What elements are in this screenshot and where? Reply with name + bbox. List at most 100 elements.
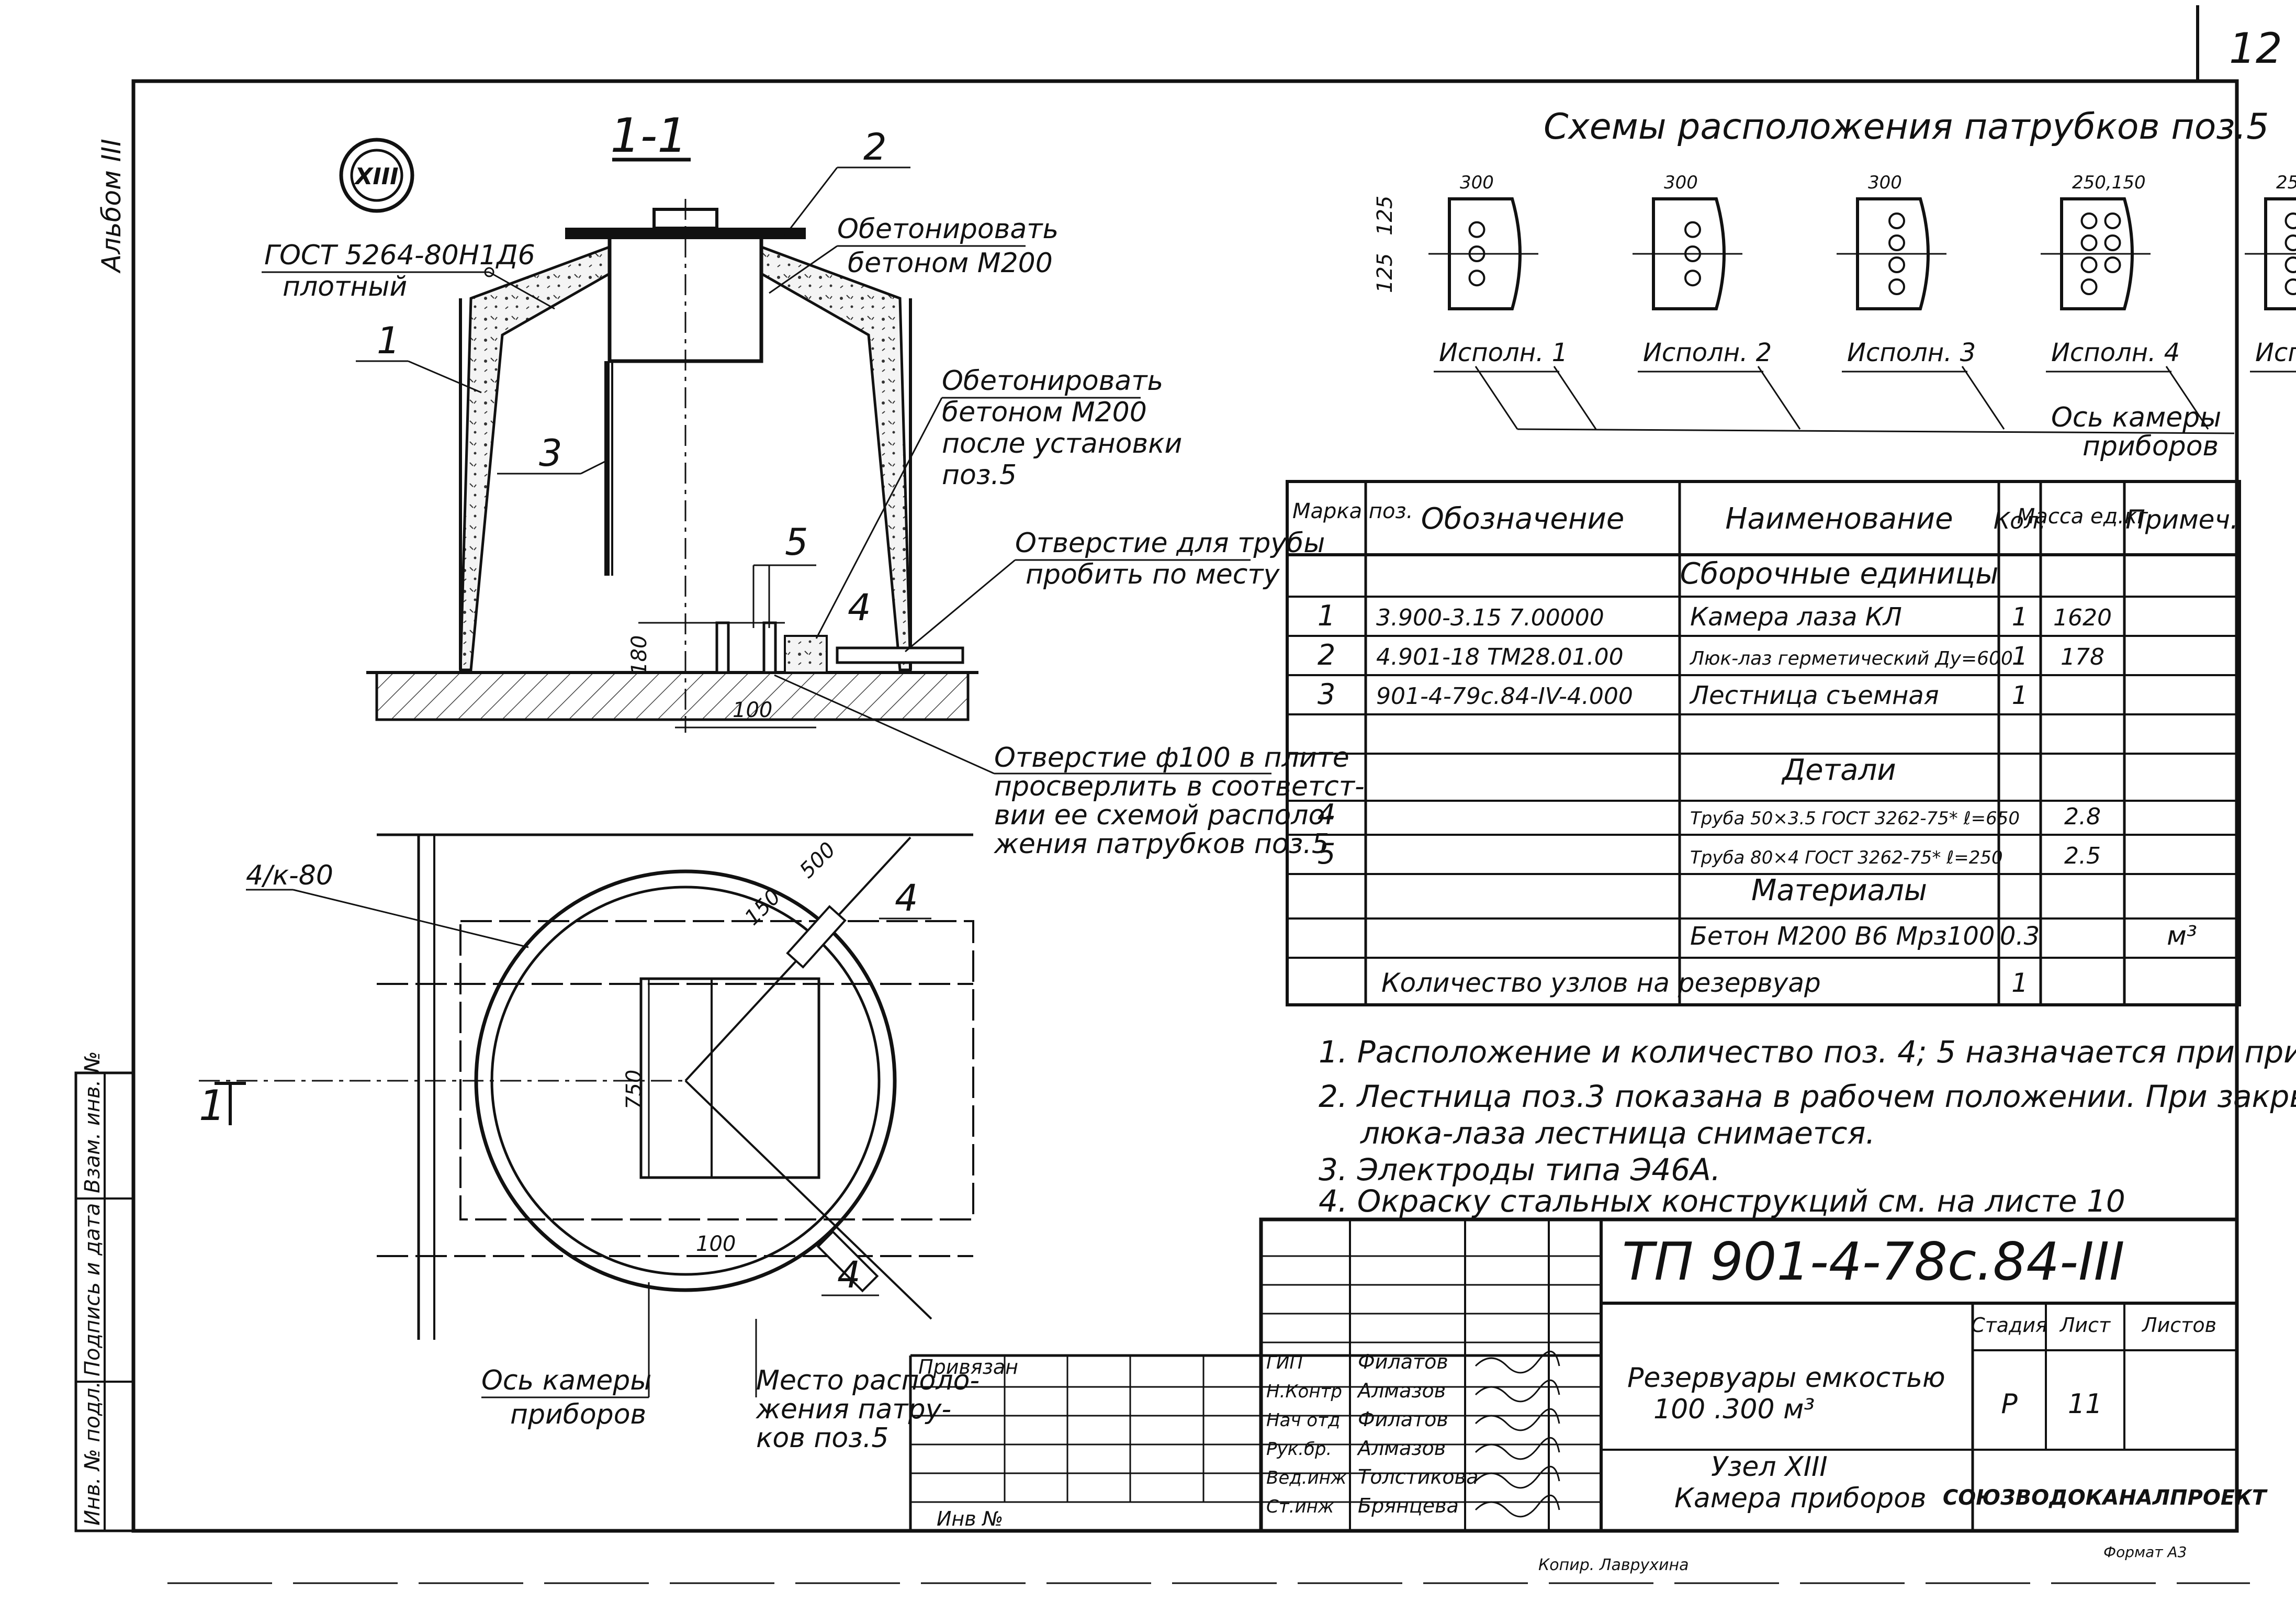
svg-text:Ст.инж: Ст.инж	[1266, 1496, 1334, 1517]
scheme-top-dim: 250,150	[2072, 172, 2146, 193]
object-b: 100 .300 м³	[1653, 1394, 1815, 1425]
table-cell-name: Люк-лаз герметический Ду=600	[1689, 648, 2013, 669]
list-v: 11	[2068, 1388, 2102, 1420]
obet2-b: бетоном М200	[942, 397, 1147, 428]
table-cell-pos: 3	[1318, 678, 1335, 711]
footer-format: Формат А3	[2103, 1543, 2187, 1561]
plan-pos4a: 4	[895, 877, 918, 920]
svg-text:Алмазов: Алмазов	[1356, 1379, 1446, 1402]
hole100-b: просверлить в соответст-	[994, 771, 1365, 802]
count-label: Количество узлов на резервуар	[1381, 968, 1821, 998]
plan-place-c: ков поз.5	[756, 1422, 888, 1454]
scheme-top-dim: 300	[1664, 172, 1698, 193]
scheme-axis-2: приборов	[2083, 431, 2219, 462]
table-cell-mass: 2.8	[2064, 803, 2101, 830]
obet2-a: Обетонировать	[942, 365, 1163, 397]
sheet-b: Камера приборов	[1674, 1483, 1927, 1514]
svg-text:Н.Контр: Н.Контр	[1266, 1381, 1342, 1402]
svg-text:Филатов: Филатов	[1358, 1350, 1448, 1373]
svg-text:Алмазов: Алмазов	[1356, 1437, 1446, 1460]
section-view: 1-1 100 180 ГОСТ 5264-80Н1Д6 плотный	[262, 108, 1365, 860]
table-row: 4 Труба 50×3.5 ГОСТ 3262-75* ℓ=650 2.8	[1318, 798, 2101, 831]
svg-text:Нач отд: Нач отд	[1266, 1410, 1340, 1431]
table-cell-designation: 4.901-18 ТМ28.01.00	[1376, 644, 1624, 670]
footer-copied: Копир. Лаврухина	[1538, 1556, 1689, 1574]
table-cell-designation: 901-4-79с.84-IV-4.000	[1376, 683, 1633, 710]
obet1-b: бетоном М200	[848, 248, 1053, 279]
group-assembly: Сборочные единицы	[1680, 557, 1999, 591]
stamp-vzam: Взам. инв. №	[81, 1051, 105, 1193]
th-mark: Марка поз.	[1292, 499, 1413, 523]
pos4-label: 4	[848, 586, 871, 629]
scheme-variant-label: Исполн. 4	[2051, 338, 2180, 367]
plan-pos4b: 4	[837, 1253, 861, 1296]
table-cell-name: Труба 80×4 ГОСТ 3262-75* ℓ=250	[1690, 847, 2003, 868]
plan-axis-b: приборов	[510, 1399, 646, 1430]
list-h: Лист	[2059, 1314, 2111, 1337]
side-stamp: Взам. инв. № Подпись и дата Инв. № подл.	[76, 1051, 133, 1531]
table-cell-pos: 1	[1318, 599, 1335, 632]
signature-row: Ст.инж Брянцева	[1266, 1494, 1559, 1517]
table-cell-pos: 2	[1318, 639, 1335, 671]
svg-text:Брянцева: Брянцева	[1358, 1494, 1459, 1517]
plotny-label: плотный	[283, 271, 407, 303]
pos2-label: 2	[863, 126, 887, 169]
th-designation: Обозначение	[1421, 502, 1625, 536]
org-name: СОЮЗВОДОКАНАЛПРОЕКТ	[1943, 1486, 2268, 1510]
inv-no: Инв №	[937, 1507, 1003, 1530]
sec-dim-180: 180	[627, 635, 651, 675]
table-cell-name: Бетон М200 В6 Мрз100	[1690, 922, 1995, 951]
notes: 1. Расположение и количество поз. 4; 5 н…	[1319, 1034, 2296, 1219]
svg-text:XIII: XIII	[353, 163, 398, 190]
gost-label: ГОСТ 5264-80Н1Д6	[264, 240, 535, 271]
plan-place-b: жения патру-	[756, 1394, 951, 1425]
table-cell-pos: 4	[1318, 798, 1335, 831]
spec-table: Марка поз. Обозначение Наименование Кол.…	[1287, 481, 2239, 1005]
table-cell-qty: 1	[2012, 642, 2028, 671]
signature-row: Н.Контр Алмазов	[1266, 1379, 1559, 1402]
svg-text:ГИП: ГИП	[1266, 1352, 1303, 1373]
table-row: 2 4.901-18 ТМ28.01.00 Люк-лаз герметически…	[1318, 639, 2104, 671]
stamp-inv: Инв. № подл.	[81, 1381, 105, 1526]
plan-dim-750: 750	[622, 1070, 646, 1110]
table-cell-mass: 1620	[2053, 604, 2112, 631]
svg-text:Рук.бр.: Рук.бр.	[1266, 1439, 1332, 1460]
pos5-label: 5	[785, 521, 808, 564]
note-line: люка-лаза лестница снимается.	[1360, 1115, 1875, 1151]
scheme-variant-label: Исполн. 3	[1847, 338, 1976, 367]
count-value: 1	[2011, 968, 2028, 998]
hole-pipe-b: пробить по месту	[1026, 559, 1280, 590]
group-details: Детали	[1781, 753, 1896, 787]
table-cell-name: Труба 50×3.5 ГОСТ 3262-75* ℓ=650	[1690, 808, 2020, 829]
doc-code: ТП 901-4-78с.84-III	[1622, 1231, 2125, 1292]
obet1-a: Обетонировать	[837, 214, 1059, 245]
lists-h: Листов	[2141, 1314, 2216, 1337]
scheme-variant-label: Исполн. 1	[1439, 338, 1568, 367]
hole100-c: вии ее схемой располо-	[994, 800, 1335, 831]
svg-text:Толстикова: Толстикова	[1358, 1465, 1478, 1488]
hole100-a: Отверстие ф100 в плите	[994, 742, 1349, 774]
signature-row: Вед.инж Толстикова	[1266, 1465, 1559, 1488]
table-cell-note: м³	[2167, 921, 2197, 951]
svg-text:Филатов: Филатов	[1358, 1408, 1448, 1431]
stage-v: Р	[2001, 1388, 2018, 1420]
note-line: 4. Окраску стальных конструкций см. на л…	[1319, 1183, 2125, 1219]
plan-section-mark: 1	[199, 1081, 226, 1130]
signature-row: Нач отд Филатов	[1266, 1408, 1559, 1431]
hole100-d: жения патрубков поз.5	[994, 828, 1329, 860]
title-block: ТП 901-4-78с.84-III Резервуары емкостью …	[910, 1219, 2268, 1531]
group-materials: Материалы	[1751, 873, 1927, 908]
table-cell-qty: 1	[2012, 681, 2028, 710]
table-cell-mass: 178	[2061, 644, 2104, 670]
svg-text:Вед.инж: Вед.инж	[1266, 1468, 1347, 1488]
table-cell-qty: 1	[2012, 602, 2028, 632]
table-cell-designation: 3.900-3.15 7.00000	[1376, 604, 1604, 631]
note-line: 2. Лестница поз.3 показана в рабочем пол…	[1319, 1079, 2296, 1114]
